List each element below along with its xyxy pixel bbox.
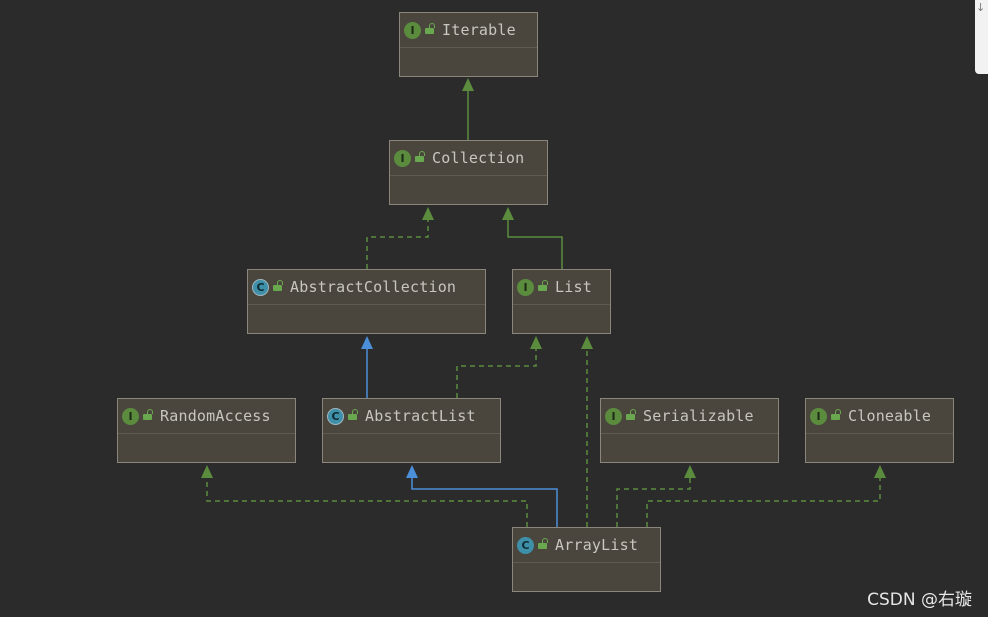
class-node-list[interactable]: I List [512, 269, 611, 334]
interface-icon: I [122, 407, 139, 425]
unlocked-padlock-icon [538, 280, 548, 291]
class-node-collection[interactable]: I Collection [389, 140, 548, 205]
class-node-iterable[interactable]: I Iterable [399, 12, 538, 77]
arrowheads-layer [201, 78, 886, 478]
edge-abstract-collection-to-collection [366, 219, 429, 269]
edge-abstract-list-to-list [456, 348, 537, 398]
class-node-cloneable[interactable]: I Cloneable [805, 398, 954, 463]
class-node-abstract-list[interactable]: C AbstractList [322, 398, 501, 463]
arrowhead-collection [502, 207, 514, 220]
unlocked-padlock-icon [415, 151, 425, 162]
arrowhead-cloneable [874, 465, 886, 478]
edge-array-list-to-serializable [616, 477, 691, 527]
class-node-label: Serializable [643, 407, 754, 425]
class-node-label: RandomAccess [160, 407, 271, 425]
unlocked-padlock-icon [626, 409, 636, 420]
arrowhead-abstract-list [406, 465, 418, 478]
unlocked-padlock-icon [538, 538, 548, 549]
arrowhead-list [530, 336, 542, 349]
interface-icon: I [605, 407, 622, 425]
interface-icon: I [394, 149, 411, 167]
unlocked-padlock-icon [425, 23, 435, 34]
scroll-corner[interactable]: ↓ [975, 0, 988, 74]
class-node-array-list[interactable]: C ArrayList [512, 527, 661, 592]
arrowhead-list [581, 336, 593, 349]
interface-icon: I [404, 21, 421, 39]
edge-array-list-to-cloneable [646, 477, 881, 527]
class-node-abstract-collection[interactable]: C AbstractCollection [247, 269, 486, 334]
down-arrow-icon: ↓ [976, 1, 986, 14]
class-node-label: AbstractList [365, 407, 476, 425]
class-node-header: I Collection [390, 141, 547, 176]
class-node-header: C AbstractList [323, 399, 500, 434]
class-node-random-access[interactable]: I RandomAccess [117, 398, 296, 463]
class-node-header: I RandomAccess [118, 399, 295, 434]
class-node-header: I Serializable [601, 399, 778, 434]
arrowhead-random-access [201, 465, 213, 478]
unlocked-padlock-icon [273, 280, 283, 291]
class-node-label: Collection [432, 149, 525, 167]
class-node-label: List [555, 278, 592, 296]
arrowhead-abstract-collection [361, 336, 373, 349]
class-node-serializable[interactable]: I Serializable [600, 398, 779, 463]
class-node-header: I Cloneable [806, 399, 953, 434]
interface-icon: I [810, 407, 827, 425]
class-node-header: I Iterable [400, 13, 537, 48]
watermark: CSDN @右璇 [867, 590, 972, 610]
unlocked-padlock-icon [831, 409, 841, 420]
unlocked-padlock-icon [143, 409, 153, 420]
interface-icon: I [517, 278, 534, 296]
class-node-label: ArrayList [555, 536, 639, 554]
class-icon: C [517, 536, 534, 554]
edges-layer [206, 90, 881, 527]
arrowhead-iterable [462, 78, 474, 91]
abstract-class-icon: C [327, 407, 344, 425]
class-node-label: AbstractCollection [290, 278, 457, 296]
class-node-header: C AbstractCollection [248, 270, 485, 305]
class-node-header: I List [513, 270, 610, 305]
edge-list-to-collection [507, 219, 563, 269]
arrowhead-serializable [684, 465, 696, 478]
edge-array-list-to-random-access [206, 477, 528, 527]
class-node-header: C ArrayList [513, 528, 660, 563]
class-node-label: Cloneable [848, 407, 932, 425]
abstract-class-icon: C [252, 278, 269, 296]
arrowhead-collection [422, 207, 434, 220]
edge-array-list-to-abstract-list [411, 477, 558, 527]
unlocked-padlock-icon [348, 409, 358, 420]
class-node-label: Iterable [442, 21, 516, 39]
